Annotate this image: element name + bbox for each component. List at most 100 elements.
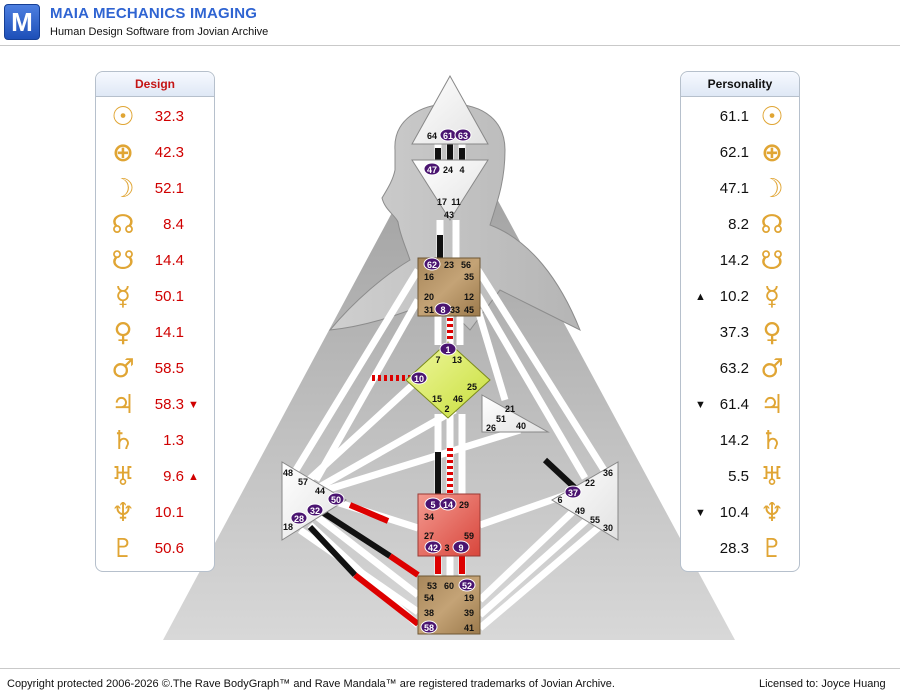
svg-text:20: 20	[424, 292, 434, 302]
svg-text:35: 35	[464, 272, 474, 282]
gate-38: 38	[424, 608, 434, 618]
gate-50: 50	[327, 492, 345, 506]
south-node-icon: ☋	[760, 246, 784, 276]
gate-58: 58	[420, 620, 438, 634]
svg-text:5: 5	[430, 500, 435, 510]
gate-19: 19	[464, 593, 474, 603]
gate-64: 64	[427, 131, 437, 141]
fixation-arrow: ▼	[695, 507, 706, 519]
gate-25: 25	[467, 382, 477, 392]
svg-text:40: 40	[516, 421, 526, 431]
svg-text:29: 29	[459, 500, 469, 510]
svg-text:53: 53	[427, 581, 437, 591]
north-node-icon: ☊	[760, 210, 784, 240]
heart-center	[481, 394, 550, 433]
planet-value: 10.1	[154, 504, 184, 521]
gate-62: 62	[423, 257, 441, 271]
personality-panel: Personality ☉61.1⊕62.1☽47.1☊8.2☋14.2☿10.…	[680, 71, 800, 572]
svg-text:36: 36	[603, 468, 613, 478]
gate-36: 36	[603, 468, 613, 478]
gate-53: 53	[427, 581, 437, 591]
design-panel-title: Design	[96, 72, 214, 97]
svg-text:59: 59	[464, 531, 474, 541]
svg-text:64: 64	[427, 131, 437, 141]
gate-32: 32	[306, 503, 324, 517]
svg-text:60: 60	[444, 581, 454, 591]
earth-icon: ⊕	[112, 138, 134, 168]
south-node-icon: ☋	[111, 246, 135, 276]
personality-row: ☊8.2	[681, 207, 799, 243]
fixation-arrow: ▼	[188, 399, 199, 411]
pluto-icon: ♇	[760, 534, 784, 564]
design-row: ♄ 1.3	[96, 423, 214, 459]
activated-channels	[307, 144, 578, 627]
design-row: ♇50.6	[96, 531, 214, 567]
svg-text:19: 19	[464, 593, 474, 603]
venus-icon: ♀	[113, 318, 133, 348]
gate-23: 23	[444, 260, 454, 270]
gate-44: 44	[315, 486, 325, 496]
app-header: M MAIA MECHANICS IMAGING Human Design So…	[0, 0, 900, 44]
svg-text:9: 9	[458, 543, 463, 553]
planet-value: 58.3	[154, 396, 184, 413]
svg-text:13: 13	[452, 355, 462, 365]
svg-text:12: 12	[464, 292, 474, 302]
header-divider	[0, 45, 900, 46]
svg-text:26: 26	[486, 423, 496, 433]
saturn-icon: ♄	[111, 426, 135, 456]
planet-value: 42.3	[154, 144, 184, 161]
gate-54: 54	[424, 593, 434, 603]
head-center	[411, 74, 489, 145]
planet-value: 9.6	[163, 468, 184, 485]
svg-text:43: 43	[444, 210, 454, 220]
svg-text:22: 22	[585, 478, 595, 488]
gate-22: 22	[585, 478, 595, 488]
personality-panel-title: Personality	[681, 72, 799, 97]
gate-20: 20	[424, 292, 434, 302]
svg-text:8: 8	[440, 305, 445, 315]
saturn-icon: ♄	[760, 426, 784, 456]
gate-63: 63	[454, 128, 472, 142]
svg-text:34: 34	[424, 512, 434, 522]
svg-text:51: 51	[496, 414, 506, 424]
gate-9: 9	[452, 540, 470, 554]
planet-value: 14.2	[719, 252, 749, 269]
planet-value: 50.1	[154, 288, 184, 305]
gate-30: 30	[603, 523, 613, 533]
planet-value: 58.5	[154, 360, 184, 377]
gate-61: 61	[439, 128, 457, 142]
personality-row: ♄ 14.2	[681, 423, 799, 459]
svg-text:24: 24	[443, 165, 453, 175]
svg-text:50: 50	[331, 495, 341, 505]
gate-21: 21	[505, 404, 515, 414]
personality-row: ☽47.1	[681, 171, 799, 207]
personality-row: ☋ 14.2	[681, 243, 799, 279]
planet-value: 14.2	[719, 432, 749, 449]
design-panel: Design ☉32.3⊕42.3☽52.1☊8.4☋14.4☿50.1♀14.…	[95, 71, 215, 572]
footer-divider	[0, 668, 900, 669]
gate-46: 46	[453, 394, 463, 404]
design-row: ♃58.3▼	[96, 387, 214, 423]
design-row: ☿ 50.1	[96, 279, 214, 315]
personality-row: ♇ 28.3	[681, 531, 799, 567]
personality-row: ☿10.2▲	[681, 279, 799, 315]
gate-56: 56	[461, 260, 471, 270]
planet-value: 28.3	[719, 540, 749, 557]
gate-42: 42	[424, 540, 442, 554]
mars-icon: ♂	[760, 354, 784, 384]
svg-text:54: 54	[424, 593, 434, 603]
svg-text:38: 38	[424, 608, 434, 618]
gate-4: 4	[459, 165, 464, 175]
venus-icon: ♀	[762, 318, 782, 348]
svg-text:44: 44	[315, 486, 325, 496]
gate-12: 12	[464, 292, 474, 302]
planet-value: 1.3	[163, 432, 184, 449]
mercury-icon: ☿	[115, 282, 131, 312]
planet-value: 52.1	[154, 180, 184, 197]
gate-35: 35	[464, 272, 474, 282]
planet-value: 50.6	[154, 540, 184, 557]
uranus-icon: ♅	[111, 462, 135, 492]
gate-29: 29	[459, 500, 469, 510]
gate-27: 27	[424, 531, 434, 541]
gate-5: 5	[424, 497, 442, 511]
